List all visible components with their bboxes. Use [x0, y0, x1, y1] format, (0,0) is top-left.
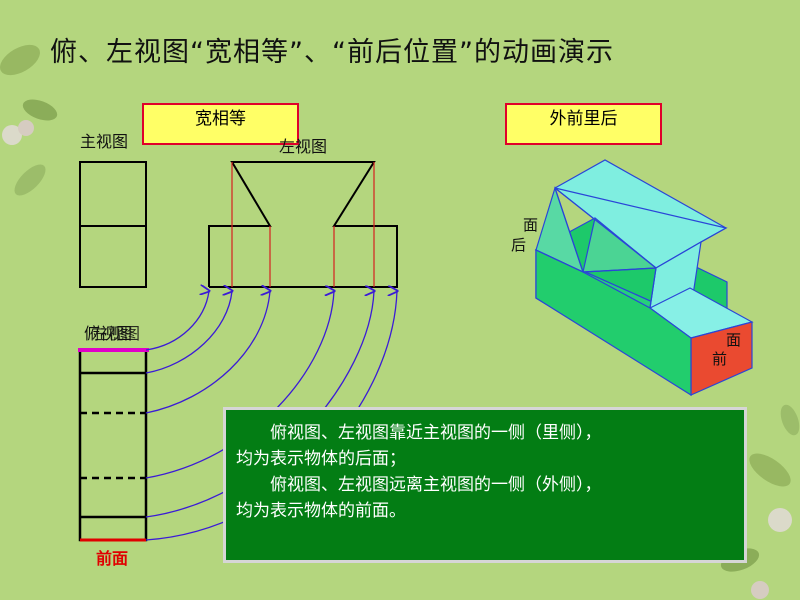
top-view: [78, 348, 148, 542]
iso-face-label-top: 面: [523, 216, 539, 234]
note-line-2: 均为表示物体的后面；: [236, 449, 406, 469]
main-view-label: 主视图: [80, 132, 129, 151]
iso-back-label: 后: [511, 236, 527, 254]
note-line-4: 均为表示物体的前面。: [236, 501, 406, 521]
main-view: [79, 161, 147, 288]
note-line-1: 俯视图、左视图靠近主视图的一侧（里侧），: [270, 423, 602, 443]
top-view-label: 俯视图: [84, 324, 133, 343]
left-view-label: 左视图: [279, 137, 328, 156]
iso-face-label-right: 面: [726, 331, 742, 349]
projection-lines: [231, 162, 375, 287]
width-equal-label: 宽相等: [195, 109, 246, 129]
note-line-3: 俯视图、左视图远离主视图的一侧（外侧），: [270, 475, 602, 495]
explanation-note: 俯视图、左视图靠近主视图的一侧（里侧）， 均为表示物体的后面； 俯视图、左视图远…: [223, 407, 747, 563]
width-equal-box: 宽相等: [142, 103, 299, 145]
left-view: [208, 161, 398, 288]
outer-front-label: 外前里后: [549, 109, 618, 129]
isometric-block: [534, 159, 754, 397]
iso-front-label: 前: [712, 350, 728, 368]
outer-front-inner-back-box: 外前里后: [505, 103, 662, 145]
slide-title: 俯、左视图“宽相等”、“前后位置”的动画演示: [50, 37, 614, 68]
front-face-label: 前面: [96, 549, 129, 568]
top-view-overlap-label: 左视图: [92, 324, 141, 343]
